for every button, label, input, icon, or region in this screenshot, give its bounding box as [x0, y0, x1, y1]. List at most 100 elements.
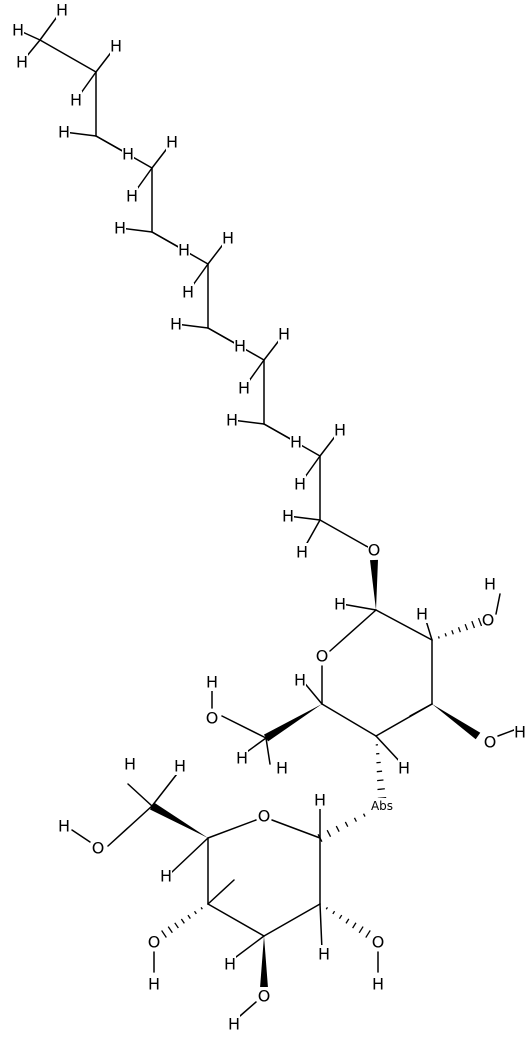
hydrogen-label: H	[226, 411, 238, 430]
svg-text:H: H	[334, 595, 346, 614]
svg-text:O: O	[316, 647, 329, 666]
ring-bond	[321, 703, 377, 737]
svg-text:H: H	[276, 759, 288, 778]
o-h-bond	[239, 1001, 257, 1017]
anomeric-wedge-bond	[370, 559, 378, 610]
svg-text:H: H	[234, 337, 246, 356]
c-o-bond	[221, 715, 267, 739]
hydrogen-label: H	[282, 507, 294, 526]
hydrogen-label: H	[174, 757, 186, 776]
hydrogen-label: H	[398, 759, 410, 778]
hydrogen-label: H	[16, 53, 28, 72]
svg-text:O: O	[206, 709, 219, 728]
svg-text:Abs: Abs	[371, 799, 393, 813]
hydrogen-label: H	[514, 723, 526, 742]
svg-text:H: H	[224, 955, 236, 974]
hydrogen-label: H	[372, 975, 384, 994]
oxygen-label: O	[368, 541, 381, 560]
svg-text:H: H	[58, 817, 70, 836]
c-h-bond	[265, 737, 271, 765]
hydroxyl-wedge-bond	[432, 704, 481, 740]
ch2-wedge-bond	[150, 802, 208, 838]
c-h-bond	[231, 935, 265, 961]
hydrogen-label: H	[206, 673, 218, 692]
svg-text:H: H	[148, 975, 160, 994]
svg-text:H: H	[372, 975, 384, 994]
svg-text:O: O	[482, 611, 495, 630]
oxygen-label: O	[258, 987, 271, 1006]
ring-bond	[263, 903, 321, 937]
hydrogen-label: H	[276, 759, 288, 778]
hydrogen-label: H	[148, 975, 160, 994]
o-h-bond	[71, 829, 91, 843]
glycosidic-hash-bond-2	[317, 809, 375, 843]
oxygen-label: O	[148, 933, 161, 952]
svg-text:H: H	[398, 759, 410, 778]
hydrogen-label: H	[290, 433, 302, 452]
svg-text:H: H	[178, 241, 190, 260]
c-h-bond	[409, 703, 433, 717]
svg-text:H: H	[416, 605, 428, 624]
c-h-bond	[171, 837, 209, 873]
o-h-bond	[495, 593, 501, 615]
hydrogen-label: H	[56, 1, 68, 20]
chain-bond	[39, 39, 97, 73]
c-h-bond	[127, 783, 153, 807]
svg-text:H: H	[226, 411, 238, 430]
hydrogen-label: H	[170, 315, 182, 334]
ring-bond	[207, 819, 257, 839]
hydrogen-label: H	[416, 605, 428, 624]
oxygen-label: O	[258, 807, 271, 826]
hydrogen-label: H	[160, 867, 172, 886]
svg-text:O: O	[258, 987, 271, 1006]
hydrogen-label: H	[182, 283, 194, 302]
svg-text:H: H	[122, 145, 134, 164]
svg-text:H: H	[126, 187, 138, 206]
o-h-bond	[497, 729, 515, 737]
ring-bond	[271, 819, 321, 839]
hydrogen-label: H	[58, 817, 70, 836]
svg-text:H: H	[70, 91, 82, 110]
oxygen-label: O	[372, 933, 385, 952]
hydrogen-label: H	[124, 755, 136, 774]
svg-text:H: H	[238, 379, 250, 398]
svg-text:H: H	[236, 749, 248, 768]
hydrogen-label: H	[234, 337, 246, 356]
hydroxyl-hash-bond	[325, 906, 371, 938]
hydrogen-label: H	[114, 219, 126, 238]
svg-text:H: H	[166, 133, 178, 152]
c-h-bond	[341, 603, 377, 611]
hydrogen-label: H	[484, 575, 496, 594]
oxygen-label: O	[206, 709, 219, 728]
svg-text:H: H	[334, 421, 346, 440]
oxygen-label: O	[316, 647, 329, 666]
svg-text:H: H	[314, 791, 326, 810]
c-o-bond	[107, 805, 153, 847]
hydrogen-label: H	[228, 1015, 240, 1034]
svg-text:H: H	[294, 475, 306, 494]
hydrogen-label: H	[334, 421, 346, 440]
svg-text:H: H	[124, 755, 136, 774]
hydrogen-label: H	[278, 325, 290, 344]
svg-text:H: H	[114, 219, 126, 238]
hydrogen-label: H	[70, 91, 82, 110]
svg-text:H: H	[16, 53, 28, 72]
svg-text:O: O	[372, 933, 385, 952]
hydrogen-label: H	[222, 229, 234, 248]
svg-text:O: O	[92, 839, 105, 858]
svg-text:O: O	[148, 933, 161, 952]
hydroxyl-hash-bond	[161, 906, 203, 938]
svg-text:H: H	[182, 283, 194, 302]
c-h-bond	[151, 769, 181, 807]
hydroxyl-hash-bond	[437, 617, 483, 639]
svg-text:H: H	[294, 671, 306, 690]
hydrogen-label: H	[334, 595, 346, 614]
svg-text:H: H	[56, 1, 68, 20]
c-h-bond	[319, 903, 323, 951]
svg-text:H: H	[12, 21, 24, 40]
hydrogen-label: H	[178, 241, 190, 260]
hydrogen-label: H	[122, 145, 134, 164]
hydrogen-label: H	[126, 187, 138, 206]
ring-bond	[375, 609, 433, 641]
